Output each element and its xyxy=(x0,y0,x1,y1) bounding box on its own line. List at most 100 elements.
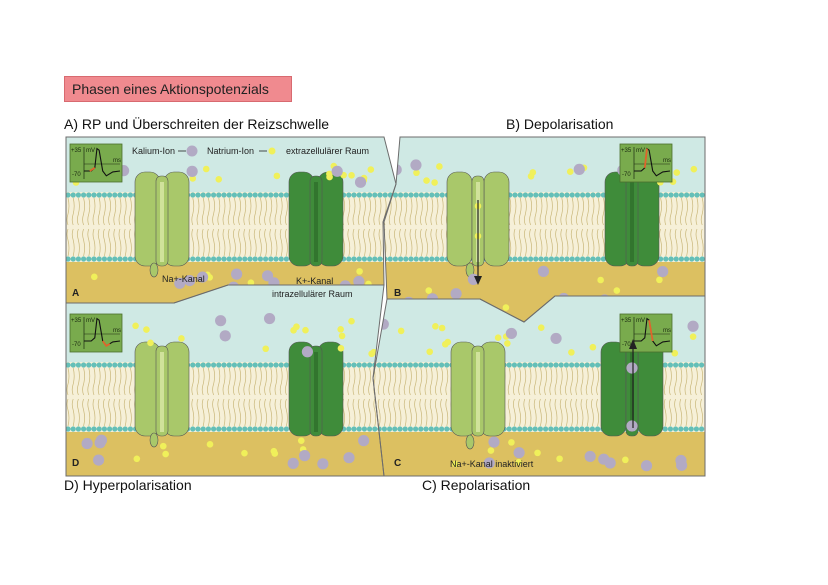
panel-outlines xyxy=(65,136,706,477)
lipid-head xyxy=(127,192,133,198)
sodium-ion xyxy=(302,326,309,334)
lipid-head xyxy=(200,256,206,262)
caption-a: A) RP und Überschreiten der Reizschwelle xyxy=(64,116,330,132)
lipid-head xyxy=(392,192,398,198)
label-k-channel: K+-Kanal xyxy=(296,276,333,286)
lipid-head xyxy=(428,426,434,432)
potassium-ion xyxy=(331,165,343,177)
lipid-head xyxy=(278,256,284,262)
lipid-head xyxy=(569,426,575,432)
na-channel-pore xyxy=(476,352,480,432)
lipid-head xyxy=(407,362,413,368)
lipid-head xyxy=(127,426,133,432)
lipid-head xyxy=(699,192,705,198)
lipid-head xyxy=(517,426,523,432)
lipid-head xyxy=(376,362,382,368)
lipid-head xyxy=(439,256,445,262)
lipid-head xyxy=(558,362,564,368)
lipid-head xyxy=(418,426,424,432)
sodium-ion xyxy=(206,441,214,448)
k-channel-pore xyxy=(314,182,318,262)
lipid-head xyxy=(693,362,700,368)
lipid-head xyxy=(589,426,596,432)
sodium-ion xyxy=(689,333,697,340)
potassium-ion xyxy=(174,277,186,289)
lipid-head xyxy=(117,426,123,432)
lipid-head xyxy=(667,426,674,432)
potassium-ion xyxy=(598,453,610,465)
lipid-head xyxy=(346,192,352,198)
lipid-head xyxy=(434,256,440,262)
lipid-head xyxy=(127,256,133,262)
lipid-head xyxy=(101,362,107,368)
lipid-head xyxy=(231,426,237,432)
tick-bottom: -70 xyxy=(622,342,631,348)
potassium-ion xyxy=(450,288,462,300)
k-channel xyxy=(288,341,344,437)
sodium-ion xyxy=(597,276,604,284)
lipid-head xyxy=(537,426,544,432)
sodium-ion xyxy=(452,460,459,468)
lipid-head xyxy=(66,426,71,432)
lipid-head xyxy=(433,362,439,368)
sodium-ion xyxy=(527,172,535,180)
lipid-head xyxy=(226,256,232,262)
potassium-ion xyxy=(354,176,367,188)
unit-mv: mV xyxy=(636,318,645,324)
lipid-head xyxy=(351,426,357,432)
lipid-head xyxy=(662,426,668,432)
lipid-head xyxy=(548,362,554,368)
lipid-head xyxy=(402,362,408,368)
label-intracellular: intrazellulärer Raum xyxy=(272,289,353,299)
lipid-head xyxy=(673,192,679,198)
lipid-head xyxy=(684,256,690,262)
lipid-head xyxy=(595,256,601,262)
lipid-head xyxy=(418,192,424,198)
lipid-head xyxy=(278,426,284,432)
lipid-head xyxy=(70,256,76,262)
lipid-head xyxy=(231,192,237,198)
arrow-sodium-influx xyxy=(474,200,482,285)
lipid-head xyxy=(252,256,258,262)
lipid-head xyxy=(91,256,97,262)
sodium-ion xyxy=(397,327,405,335)
lipid-head xyxy=(579,426,585,432)
potassium-ion xyxy=(483,457,495,469)
lipid-head xyxy=(381,362,387,368)
lipid-head xyxy=(372,192,378,198)
lipid-head xyxy=(589,362,596,368)
sodium-ion xyxy=(436,163,443,170)
sodium-ion xyxy=(348,317,355,325)
potassium-ion xyxy=(584,450,596,463)
lipid-head xyxy=(517,192,523,198)
lipid-head xyxy=(413,362,419,368)
lipid-head xyxy=(257,426,263,432)
lipid-head xyxy=(553,362,559,368)
panel-letter-b: B xyxy=(394,288,401,299)
lipid-head xyxy=(590,256,596,262)
lipid-head xyxy=(237,426,243,432)
lipid-head xyxy=(408,256,414,262)
potassium-ion xyxy=(488,436,500,448)
lipid-head xyxy=(673,362,679,368)
lipid-head xyxy=(382,192,388,198)
lipid-head xyxy=(263,192,269,198)
lipid-head xyxy=(81,256,87,262)
lipid-head xyxy=(263,362,269,368)
potassium-ion-passing xyxy=(626,362,638,374)
sodium-ion xyxy=(273,172,281,180)
lipid-head xyxy=(242,362,248,368)
lipid-head xyxy=(554,192,560,198)
sodium-ion xyxy=(425,287,433,294)
lipid-head xyxy=(75,256,81,262)
sodium-ion xyxy=(337,345,345,352)
sodium-ion xyxy=(432,323,439,330)
lipid-head xyxy=(522,192,529,198)
lipid-head xyxy=(195,362,201,368)
lipid-head xyxy=(429,256,435,262)
lipid-head xyxy=(387,362,393,368)
lipid-head xyxy=(428,362,434,368)
lipid-head xyxy=(351,192,357,198)
lipid-head xyxy=(86,362,92,368)
